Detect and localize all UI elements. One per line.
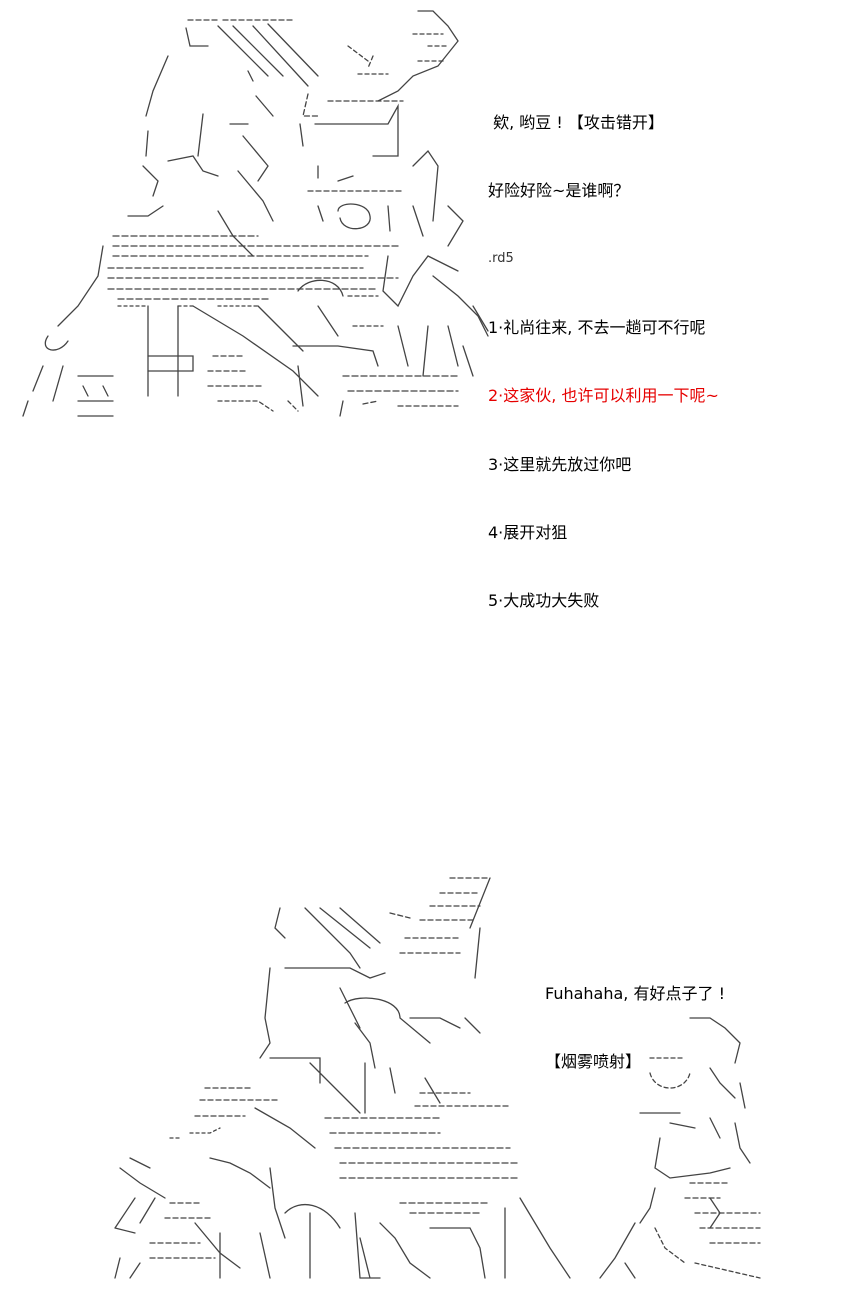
dice-roll-label: .rd5 — [488, 251, 514, 267]
option-3: 3·这里就先放过你吧 — [488, 454, 632, 474]
dialogue-line-question: 好险好险~是谁啊？ — [488, 180, 630, 200]
panel-top: 欸, 哟豆 ! 【攻击错开】 好险好险~是谁啊？ .rd5 1·礼尚往来, 不去… — [0, 0, 842, 610]
panel-bottom: Fuhahaha, 有好点子了 ! 【烟雾喷射】 — [0, 430, 842, 1279]
ascii-art-character-1 — [18, 6, 498, 424]
option-2-selected: 2·这家伙, 也许可以利用一下呢~ — [488, 386, 719, 406]
dialogue-line-reaction: 欸, 哟豆 ! 【攻击错开】 — [488, 112, 664, 132]
dialogue-line-action: 【烟雾喷射】 — [545, 1051, 642, 1071]
dialogue-panel-1: 欸, 哟豆 ! 【攻击错开】 好险好险~是谁啊？ .rd5 1·礼尚往来, 不去… — [488, 66, 719, 659]
option-1: 1·礼尚往来, 不去一趟可不行呢 — [488, 317, 706, 337]
dialogue-panel-2: Fuhahaha, 有好点子了 ! 【烟雾喷射】 — [545, 937, 725, 1119]
option-4: 4·展开对狙 — [488, 522, 568, 542]
dialogue-line-laugh: Fuhahaha, 有好点子了 ! — [545, 983, 725, 1003]
option-5: 5·大成功大失败 — [488, 591, 600, 611]
